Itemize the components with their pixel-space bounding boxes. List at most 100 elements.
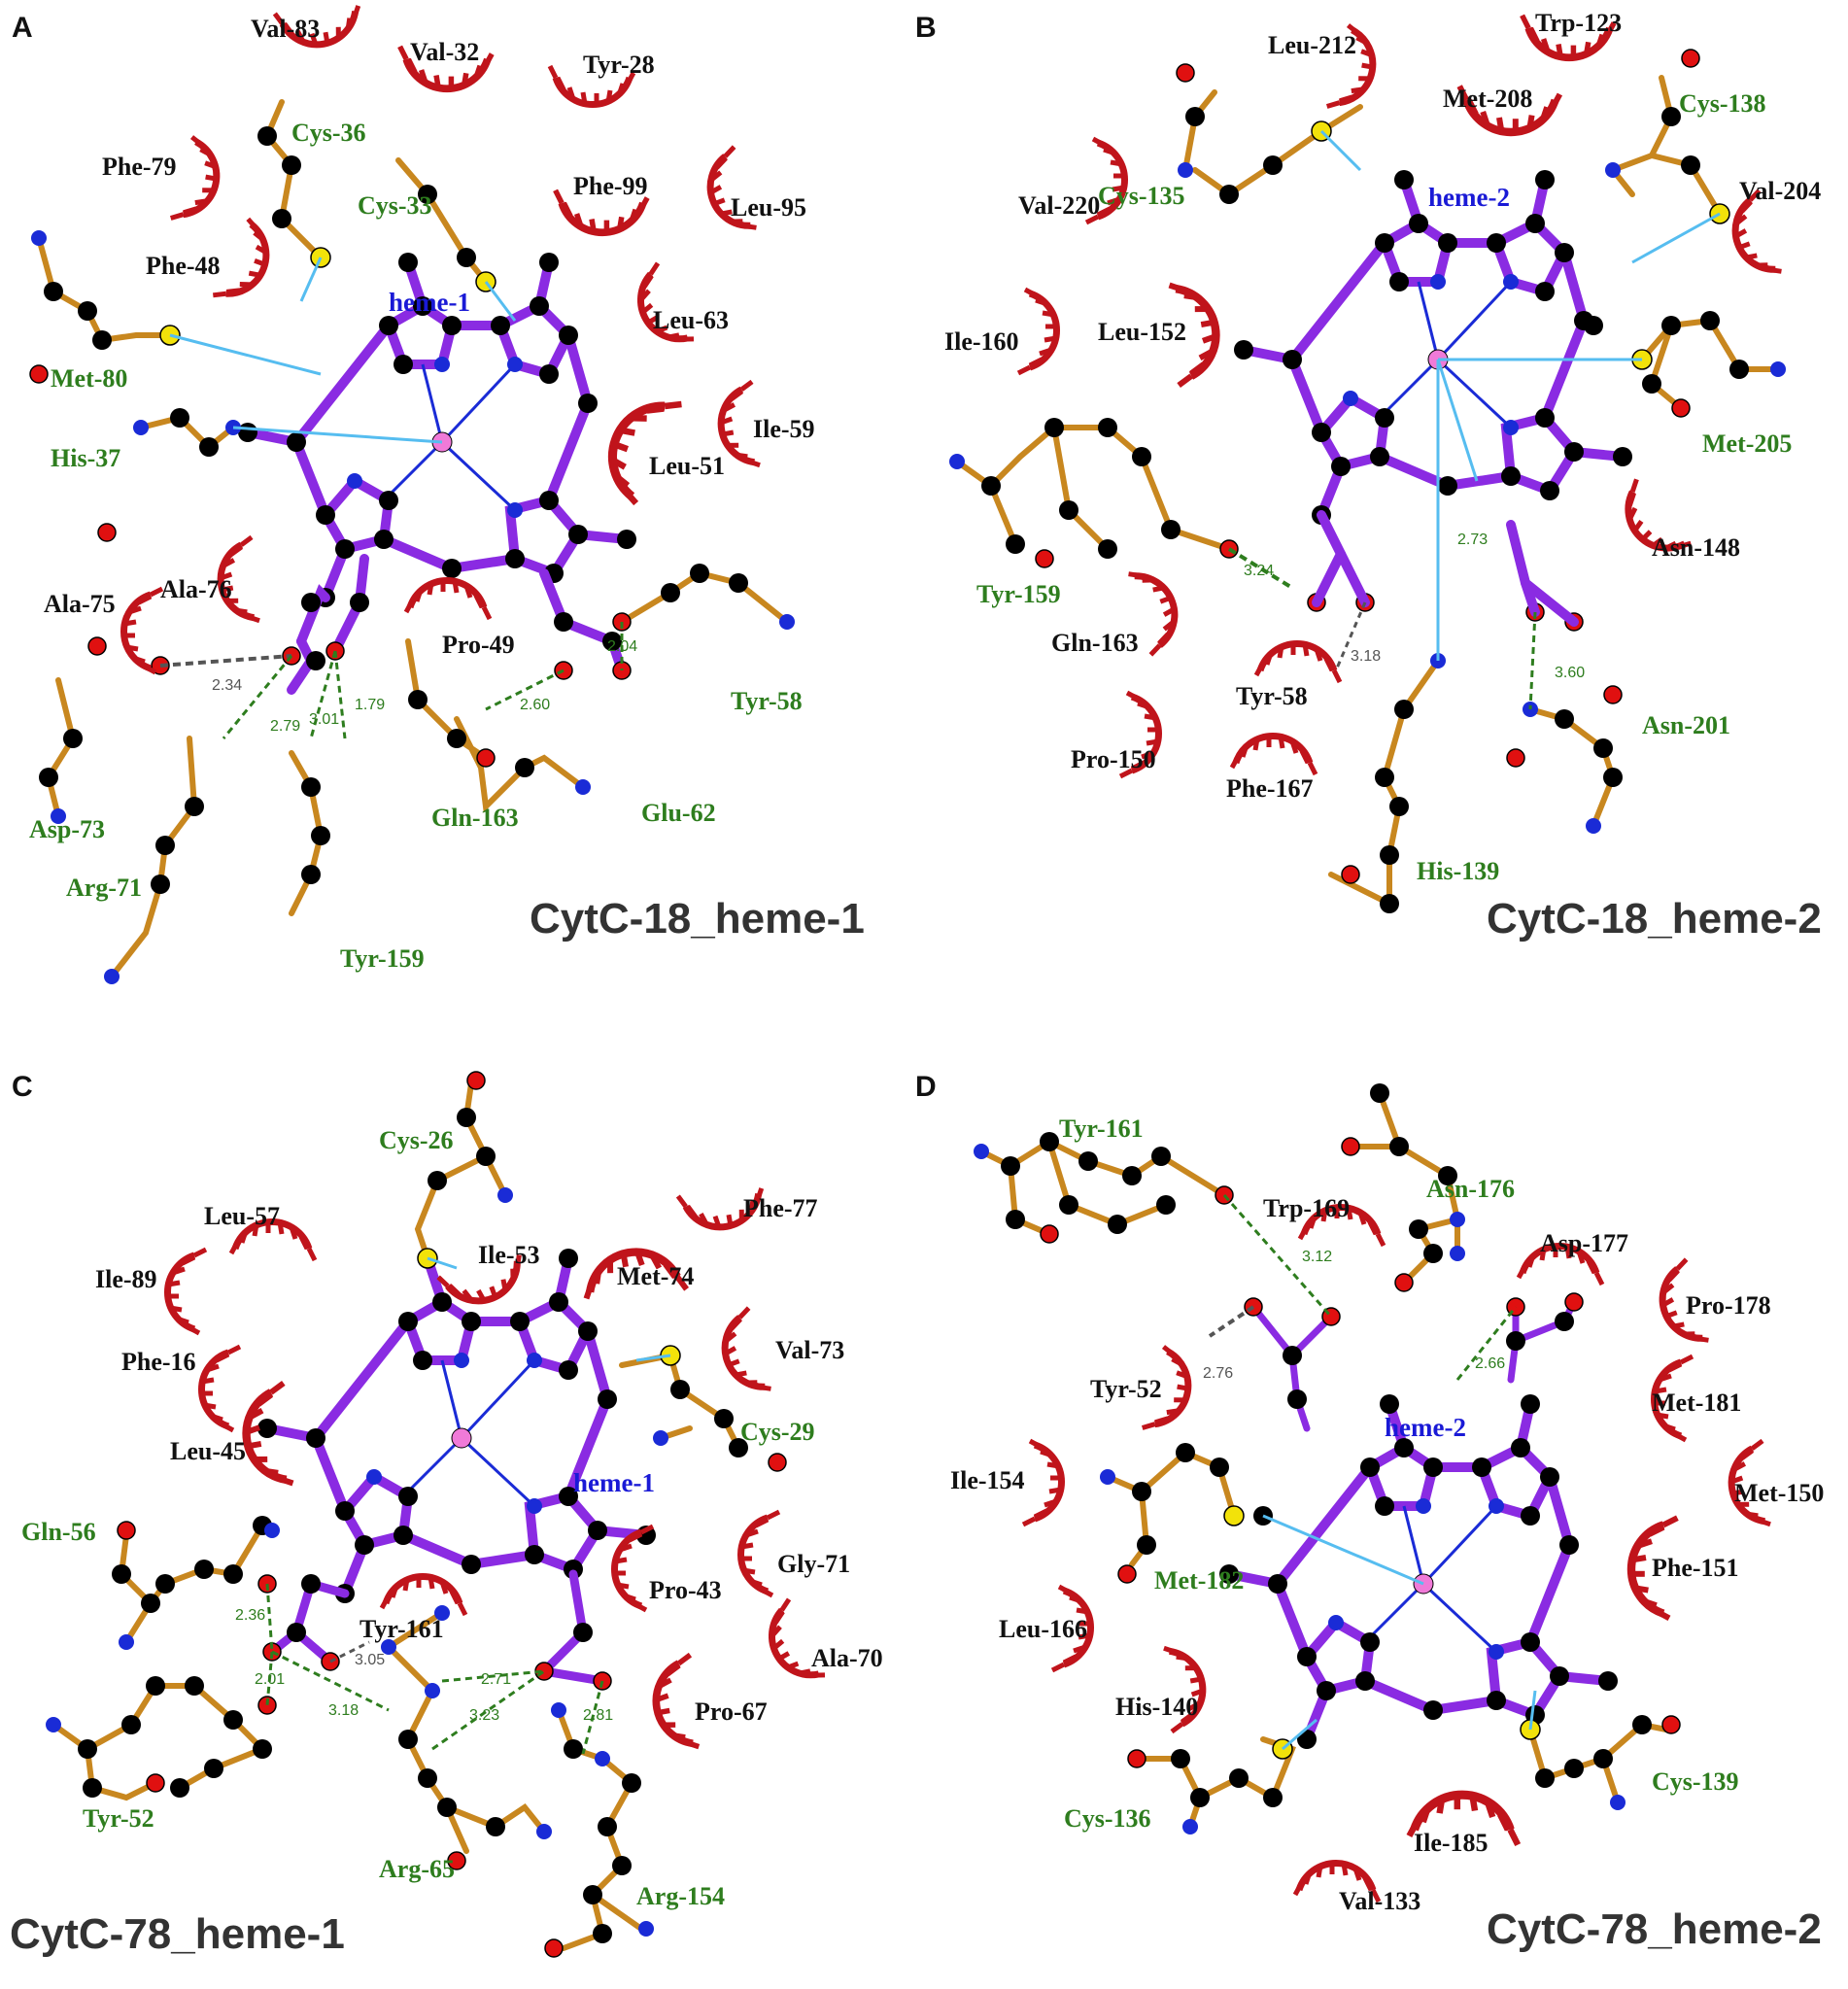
- residue-sidechains-c: [46, 1071, 787, 1958]
- residue-label: Gln-56: [21, 1518, 96, 1546]
- residue-label: Arg-65: [379, 1855, 455, 1883]
- residue-label: Leu-95: [731, 193, 806, 222]
- residue-label: Cys-136: [1064, 1804, 1151, 1833]
- panel-title-a: CytC-18_heme-1: [530, 895, 865, 943]
- residue-label: Phe-167: [1226, 774, 1314, 803]
- panel-c: C: [10, 1071, 883, 1958]
- distance-label: 3.18: [1351, 648, 1381, 665]
- distance-labels-d: 3.12 2.76 2.66: [1203, 1249, 1505, 1382]
- residue-label: Met-150: [1734, 1479, 1824, 1507]
- residue-label: Met-80: [51, 364, 127, 393]
- residue-label: Tyr-58: [1236, 682, 1308, 710]
- hydrophobic-labels-c: Leu-57 Ile-53 Phe-77 Ile-89 Met-74 Phe-1…: [95, 1194, 883, 1726]
- hydrophobic-labels-b: Leu-212 Trp-123 Met-208 Val-220 Val-204 …: [944, 9, 1821, 803]
- residue-label: Met-182: [1154, 1566, 1244, 1595]
- residue-label: His-139: [1417, 857, 1499, 885]
- residue-label: Leu-166: [999, 1615, 1087, 1643]
- residue-label: Val-73: [775, 1336, 844, 1364]
- residue-label: Leu-57: [204, 1202, 280, 1230]
- residue-label: Cys-36: [291, 119, 366, 147]
- residue-label: Met-181: [1652, 1389, 1741, 1417]
- distance-label: 2.36: [235, 1607, 265, 1624]
- ligand-labels-c: Cys-26 Cys-29 Gln-56 Tyr-52 Arg-65 Arg-1…: [21, 1126, 815, 1910]
- residue-label: Cys-135: [1098, 182, 1185, 210]
- residue-label: Asp-73: [29, 815, 105, 843]
- residue-label: Ile-185: [1414, 1829, 1489, 1857]
- distance-labels-c: 2.36 2.01 3.05 3.18 2.71 3.23 2.81: [235, 1607, 613, 1724]
- distance-label: 1.79: [355, 697, 385, 713]
- panel-a: A: [12, 0, 865, 984]
- residue-label: Cys-26: [379, 1126, 454, 1154]
- residue-label: Tyr-159: [976, 580, 1061, 608]
- residue-label: Tyr-52: [83, 1804, 154, 1833]
- distance-label: 3.05: [355, 1652, 385, 1668]
- residue-label: Pro-178: [1686, 1291, 1771, 1320]
- residue-sidechains-d: [974, 1083, 1681, 1835]
- residue-label: Val-32: [410, 38, 479, 66]
- residue-label: Met-74: [617, 1262, 694, 1290]
- residue-label: Val-83: [251, 15, 320, 43]
- distance-labels-a: 2.34 2.79 3.01 1.79 2.60 2.04: [212, 638, 637, 735]
- distance-label: 3.01: [309, 711, 339, 728]
- residue-label: Glu-62: [641, 799, 716, 827]
- residue-label: Ile-160: [944, 327, 1019, 356]
- residue-label: Ile-59: [753, 415, 815, 443]
- interactions-b: [1227, 129, 1721, 710]
- panel-title-d: CytC-78_heme-2: [1487, 1905, 1822, 1953]
- residue-label: Phe-16: [121, 1348, 196, 1376]
- residue-label: Pro-49: [442, 631, 515, 659]
- distance-label: 2.73: [1457, 532, 1488, 548]
- heme-b-skeleton: [1234, 170, 1632, 525]
- distance-label: 3.18: [328, 1702, 359, 1719]
- panel-letter-a: A: [12, 12, 33, 44]
- residue-label: Pro-43: [649, 1576, 722, 1604]
- panel-title-b: CytC-18_heme-2: [1487, 895, 1822, 943]
- panel-letter-d: D: [915, 1071, 937, 1103]
- heme-label-c: heme-1: [573, 1468, 655, 1497]
- ligand-labels-d: Tyr-161 Asn-176 Met-182 Cys-136 Cys-139: [1059, 1115, 1739, 1833]
- panel-letter-c: C: [12, 1071, 33, 1103]
- ligand-labels-a: Cys-36 Cys-33 Met-80 His-37 Asp-73 Arg-7…: [29, 119, 803, 973]
- distance-label: 3.23: [469, 1707, 499, 1724]
- residue-label: Tyr-161: [1059, 1115, 1144, 1143]
- panel-letter-b: B: [915, 12, 937, 44]
- ligand-labels-b: Cys-135 Cys-138 Met-205 Tyr-159 His-139 …: [976, 89, 1792, 885]
- residue-label: Trp-123: [1535, 9, 1622, 37]
- residue-sidechains-a: [29, 99, 795, 984]
- residue-label: His-37: [51, 444, 120, 472]
- residue-label: Cys-29: [740, 1418, 815, 1446]
- distance-label: 3.24: [1244, 563, 1274, 579]
- residue-label: Ile-89: [95, 1265, 157, 1293]
- heme-label-a: heme-1: [389, 288, 470, 317]
- distance-label: 2.81: [583, 1707, 613, 1724]
- residue-label: Ala-76: [160, 575, 232, 603]
- heme-c-skeleton: [257, 1249, 656, 1603]
- hydrophobic-labels-a: Val-83 Val-32 Tyr-28 Phe-79 Phe-99 Leu-9…: [44, 15, 815, 659]
- distance-label: 3.60: [1555, 665, 1585, 681]
- residue-label: Arg-154: [636, 1882, 725, 1910]
- residue-label: Tyr-58: [731, 687, 803, 715]
- residue-label: Tyr-161: [359, 1615, 444, 1643]
- residue-label: Tyr-28: [583, 51, 655, 79]
- residue-label: Met-205: [1702, 429, 1792, 458]
- distance-label: 2.79: [270, 718, 300, 735]
- distance-label: 2.66: [1475, 1355, 1505, 1372]
- residue-label: Phe-77: [743, 1194, 818, 1222]
- residue-label: Tyr-159: [340, 944, 425, 973]
- distance-labels-b: 3.24 3.18 2.73 3.60: [1244, 532, 1585, 681]
- residue-label: Pro-67: [695, 1698, 768, 1726]
- residue-label: Asn-148: [1652, 533, 1740, 562]
- residue-label: Val-204: [1739, 177, 1821, 205]
- residue-label: Leu-51: [649, 452, 725, 480]
- residue-label: Cys-139: [1652, 1767, 1739, 1796]
- residue-label: Leu-63: [653, 306, 729, 334]
- heme-a-propionates: [282, 554, 632, 695]
- distance-label: 2.76: [1203, 1365, 1233, 1382]
- residue-label: Tyr-52: [1090, 1375, 1162, 1403]
- interactions-c: [265, 1256, 671, 1755]
- residue-label: Leu-45: [170, 1437, 246, 1465]
- residue-label: Val-220: [1018, 191, 1100, 220]
- residue-label: Ile-53: [478, 1241, 540, 1269]
- residue-label: Asp-177: [1540, 1229, 1628, 1257]
- distance-label: 2.60: [520, 697, 550, 713]
